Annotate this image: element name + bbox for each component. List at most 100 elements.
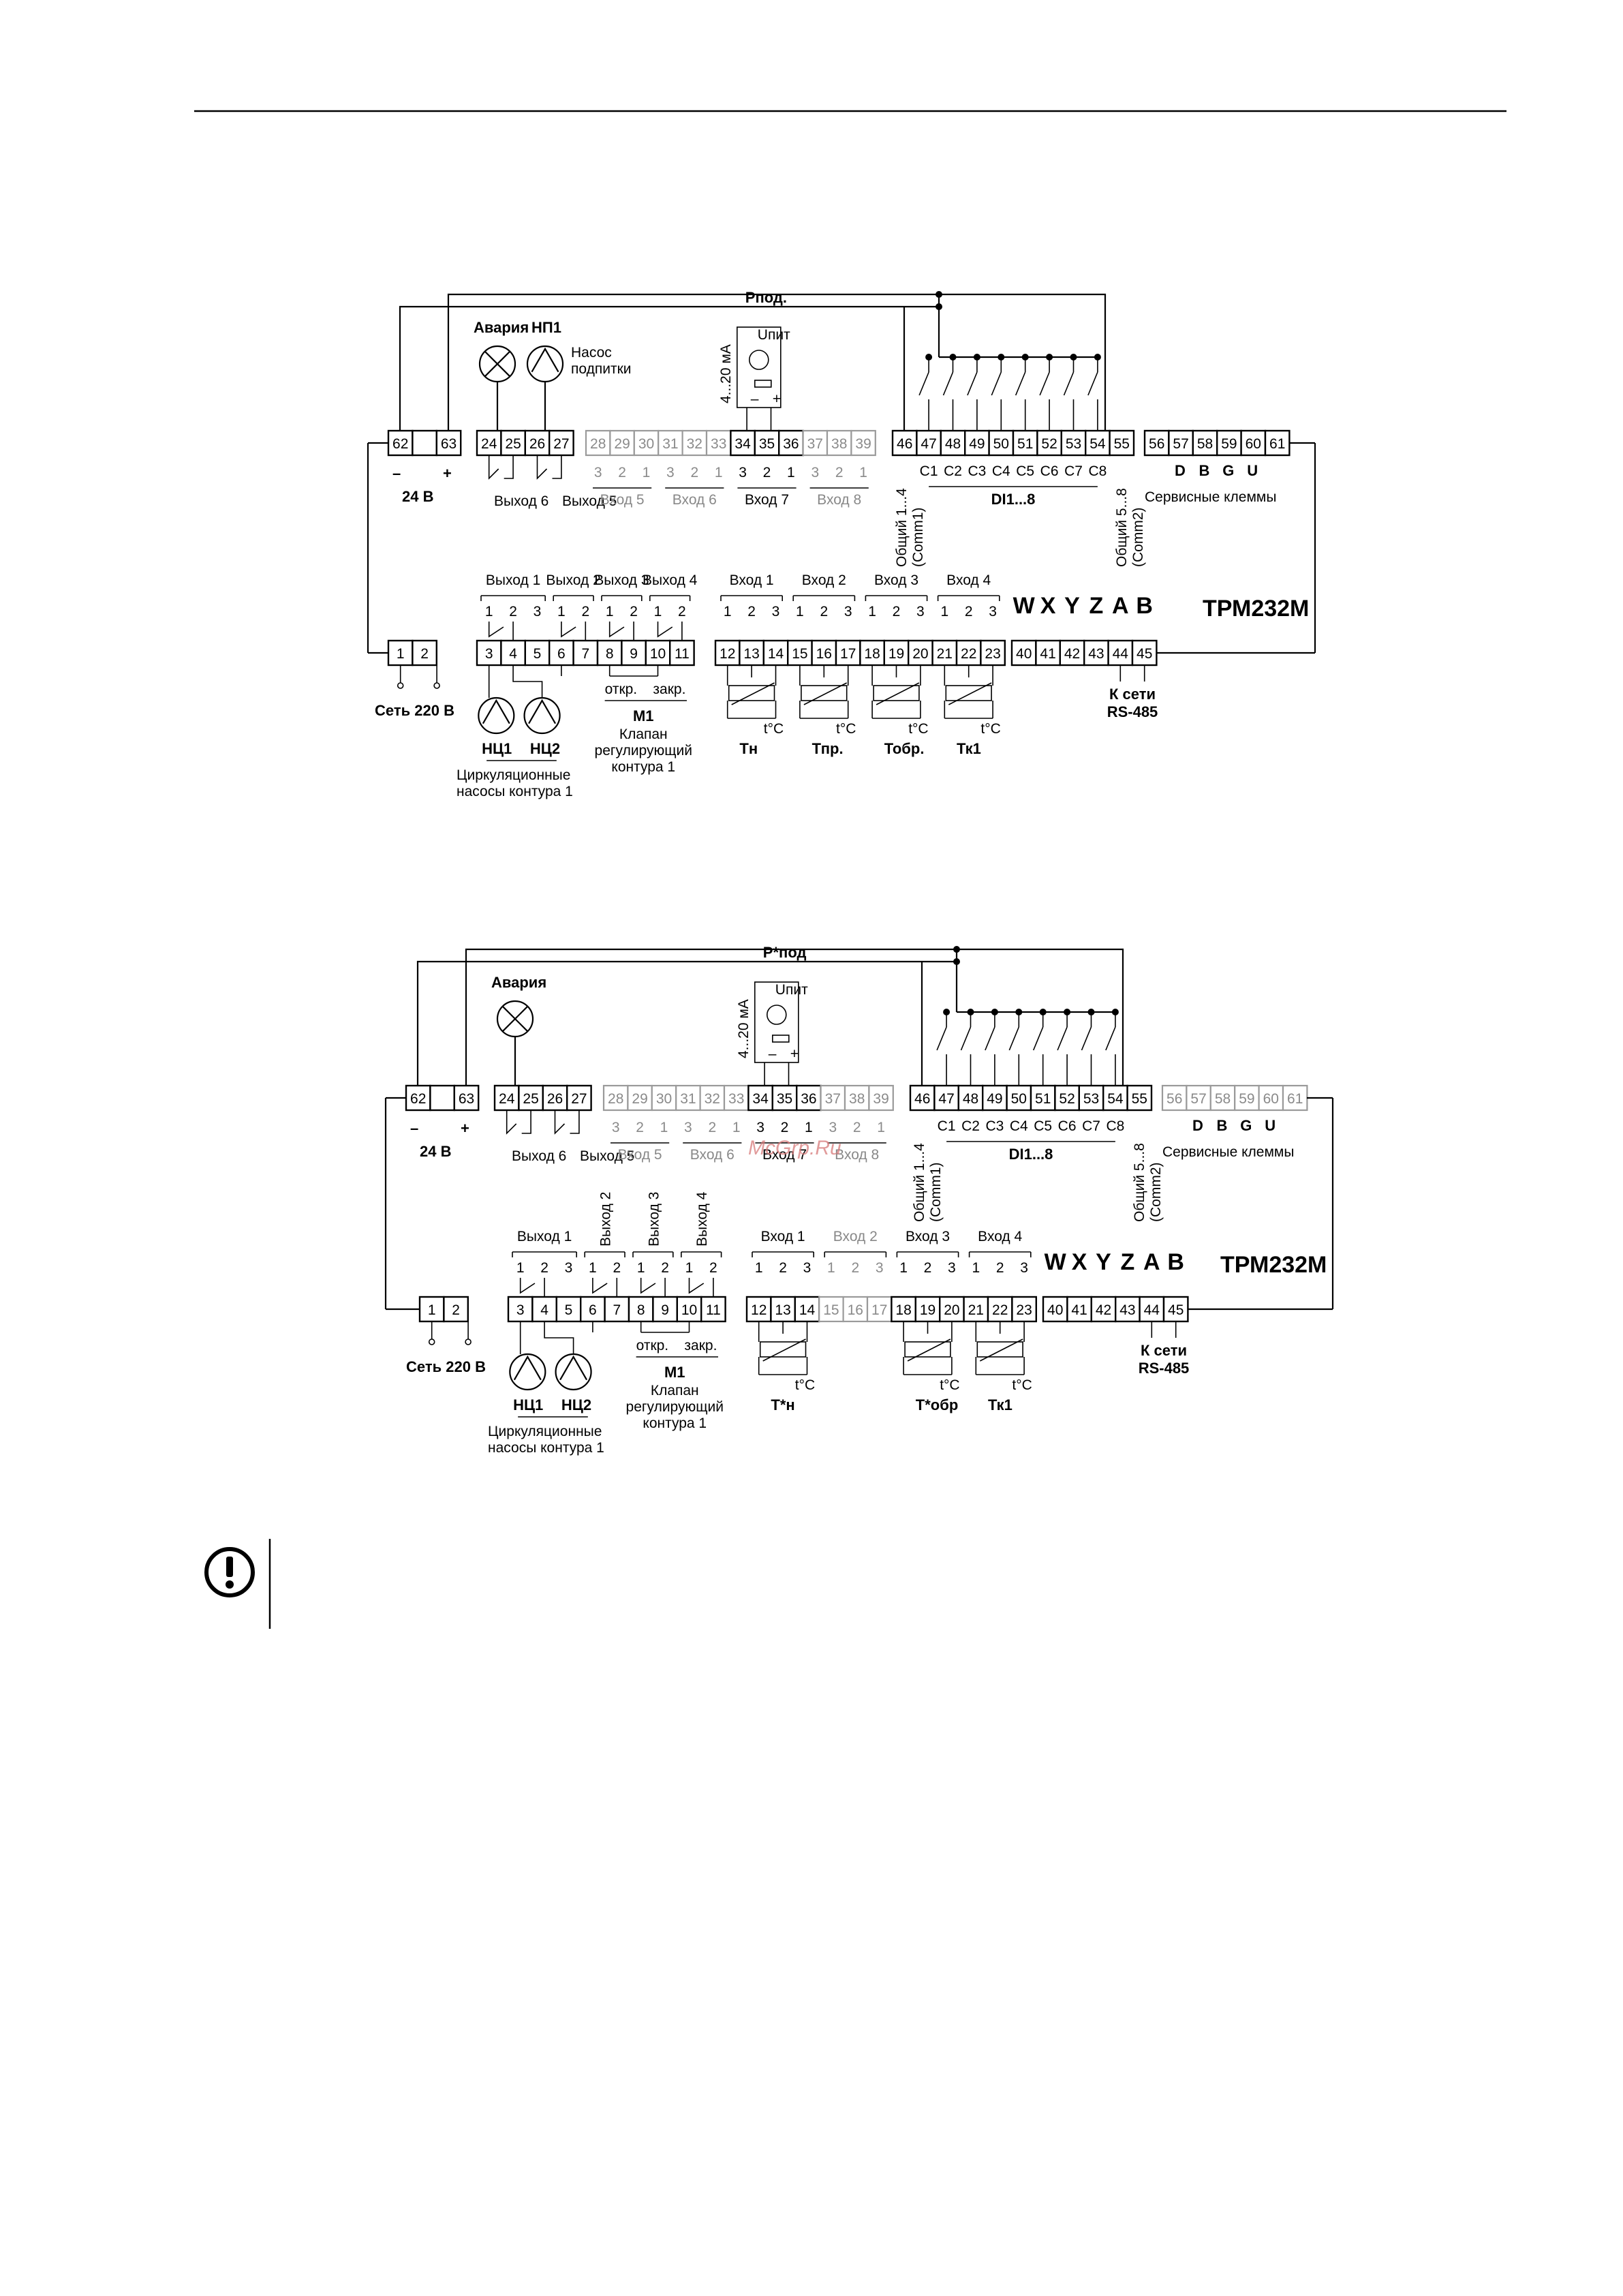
np1-desc: Насос xyxy=(571,345,612,361)
terminal-number: 30 xyxy=(656,1091,672,1107)
service-letter: D xyxy=(1192,1117,1203,1134)
terminal-number: 14 xyxy=(799,1302,816,1318)
di-switch xyxy=(1063,371,1075,396)
service-letter: U xyxy=(1247,462,1258,479)
sensor-unit-label: t°C xyxy=(795,1377,815,1393)
input-label: Вход 1 xyxy=(730,572,774,588)
sensor-unit-label: t°C xyxy=(940,1377,959,1393)
di-channel-label: C1 xyxy=(938,1118,956,1134)
terminal-number: 47 xyxy=(921,436,936,452)
output-pin-number: 1 xyxy=(637,1260,645,1276)
input-label: Вход 1 xyxy=(761,1229,805,1244)
terminal xyxy=(518,1084,544,1112)
rs485-letter: X xyxy=(1040,593,1056,619)
current-label: 4...20 мА xyxy=(736,999,752,1058)
terminal-number: 4 xyxy=(540,1302,548,1318)
terminal xyxy=(866,1296,893,1323)
terminal xyxy=(1131,639,1158,667)
terminal-number: 7 xyxy=(613,1302,621,1318)
terminal xyxy=(443,1296,469,1323)
plus-sign: + xyxy=(790,1046,799,1062)
di-label: DI1...8 xyxy=(1009,1146,1053,1163)
terminal-number: 34 xyxy=(735,436,751,452)
terminal xyxy=(802,429,829,457)
input-pin-number: 1 xyxy=(805,1120,813,1135)
relay-contact xyxy=(554,1110,566,1135)
terminal-number: 26 xyxy=(529,436,545,452)
terminal-number: 22 xyxy=(992,1302,1008,1318)
input-label: Вход 4 xyxy=(978,1229,1022,1244)
common1-label: (Comm1) xyxy=(910,508,926,568)
terminal-number: 11 xyxy=(706,1302,721,1318)
pressure-sensor-box xyxy=(754,981,799,1063)
terminal-number: 41 xyxy=(1071,1302,1087,1318)
pumps-desc: Циркуляционные xyxy=(457,767,570,783)
rs485-letter: Y xyxy=(1064,593,1080,619)
terminal-number: 58 xyxy=(1197,436,1213,452)
input-label: Вход 2 xyxy=(833,1229,878,1244)
current-source-icon xyxy=(767,1005,787,1025)
input-pin-number: 2 xyxy=(893,604,901,619)
pump2-label: НЦ2 xyxy=(561,1396,591,1413)
terminal-number: 24 xyxy=(481,436,497,452)
terminal xyxy=(412,429,438,457)
rs485-letter: X xyxy=(1072,1249,1087,1275)
output-pin-number: 2 xyxy=(709,1260,717,1276)
terminal-number: 25 xyxy=(505,436,521,452)
rs485-letter: A xyxy=(1143,1249,1160,1275)
terminal-number: 6 xyxy=(589,1302,597,1318)
terminal xyxy=(745,1296,772,1323)
terminal-number: 56 xyxy=(1166,1091,1182,1107)
input-label: Вход 3 xyxy=(906,1229,950,1244)
relay-contact xyxy=(561,622,576,638)
mains-label: Сеть 220 В xyxy=(375,702,454,719)
input-pin-number: 3 xyxy=(1020,1260,1028,1276)
terminal-number: 37 xyxy=(807,436,823,452)
valve-desc: контура 1 xyxy=(611,759,675,775)
np1-desc: подпитки xyxy=(571,361,631,377)
service-letter: G xyxy=(1222,462,1234,479)
output-pin-number: 1 xyxy=(654,604,662,619)
input-pin-number: 1 xyxy=(940,604,948,619)
terminal xyxy=(1143,429,1170,457)
terminal-number: 50 xyxy=(993,436,1009,452)
input-pin-number: 2 xyxy=(618,465,626,480)
common1-label: Общий 1...4 xyxy=(894,488,910,567)
terminal-number: 14 xyxy=(768,646,784,662)
terminal xyxy=(412,639,438,667)
terminal-number: 38 xyxy=(831,436,847,452)
pump-circle xyxy=(509,1353,546,1391)
relay-contact xyxy=(657,622,673,638)
terminal-number: 10 xyxy=(650,646,666,662)
supply-label: Uпит xyxy=(758,327,790,343)
input-pin-number: 3 xyxy=(916,604,925,619)
terminal xyxy=(777,429,804,457)
input-pin-number: 2 xyxy=(636,1120,644,1135)
terminal xyxy=(1209,1084,1236,1112)
terminal-number: 9 xyxy=(630,646,638,662)
terminal-number: 43 xyxy=(1119,1302,1135,1318)
terminal-number: 7 xyxy=(581,646,589,662)
input-pin-number: 3 xyxy=(739,465,747,480)
terminal-number: 38 xyxy=(849,1091,865,1107)
terminal-number: 11 xyxy=(675,646,690,662)
di-channel-label: C5 xyxy=(1016,463,1034,479)
rtd-body xyxy=(759,1341,807,1358)
rtd-body xyxy=(801,685,848,701)
terminal-number: 63 xyxy=(441,436,457,452)
output-label: Выход 2 xyxy=(546,572,600,588)
input-pin-number: 2 xyxy=(708,1120,716,1135)
sensor-label: Тн xyxy=(739,740,758,757)
input-pin-number: 1 xyxy=(787,465,795,480)
input-pin-number: 3 xyxy=(756,1120,764,1135)
wire xyxy=(521,1110,531,1134)
terminal-number: 3 xyxy=(485,646,493,662)
terminal xyxy=(681,429,708,457)
sensor-label: Т*обр xyxy=(916,1396,958,1413)
valve-title: M1 xyxy=(633,707,654,724)
terminal-number: 10 xyxy=(681,1302,697,1318)
terminal-number: 29 xyxy=(632,1091,647,1107)
